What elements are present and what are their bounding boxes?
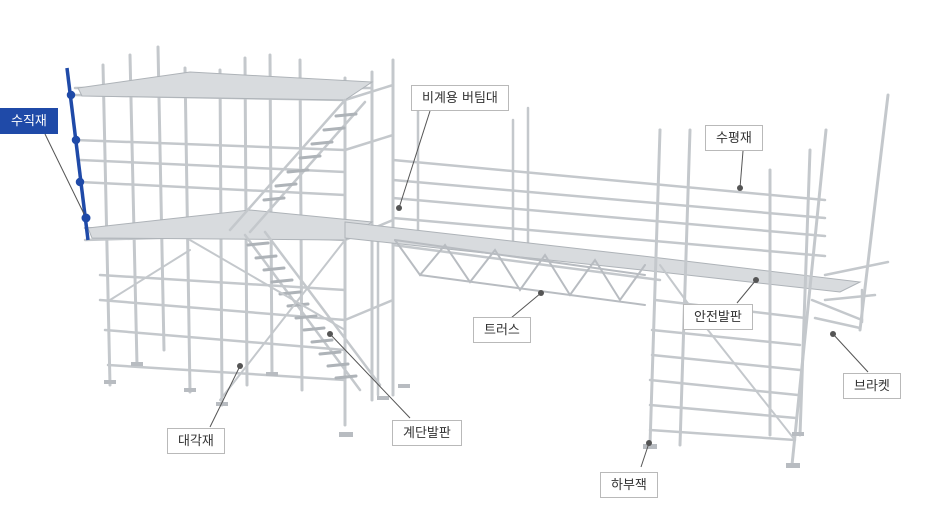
label-bracket[interactable]: 브라켓: [843, 373, 901, 399]
base-plates: [104, 362, 804, 468]
leader-vertical: [44, 133, 91, 223]
leader-bracket: [830, 331, 869, 373]
leader-base-jack: [640, 440, 652, 468]
label-truss[interactable]: 트러스: [473, 317, 531, 343]
leader-horizontal: [737, 150, 744, 191]
leader-scaffold-brace: [396, 110, 431, 211]
right-tower-horizontals: [648, 260, 890, 442]
leader-diagonal: [209, 363, 243, 428]
label-safety-plank[interactable]: 안전발판: [683, 304, 753, 330]
label-vertical[interactable]: 수직재: [0, 108, 58, 134]
leader-truss: [510, 290, 544, 319]
leader-stair-plank: [327, 331, 411, 419]
left-tower-decks: [77, 71, 374, 241]
leader-lines: [44, 110, 869, 468]
right-tower-verticals: [648, 93, 890, 467]
left-tower-diagonals: [109, 239, 346, 401]
bridge-deck: [344, 221, 862, 293]
scaffold-structure: [73, 45, 890, 468]
leader-safety-plank: [736, 277, 759, 304]
highlighted-vertical: [65, 67, 90, 241]
stair-run: [228, 98, 382, 392]
label-horizontal[interactable]: 수평재: [705, 125, 763, 151]
stair-treads: [246, 112, 358, 380]
truss-web: [394, 239, 646, 306]
label-stair-plank[interactable]: 계단발판: [392, 420, 462, 446]
label-base-jack[interactable]: 하부잭: [600, 472, 658, 498]
bracket-arms: [810, 288, 864, 330]
label-diagonal[interactable]: 대각재: [167, 428, 225, 454]
label-scaffold-brace[interactable]: 비계용 버팀대: [411, 85, 509, 111]
